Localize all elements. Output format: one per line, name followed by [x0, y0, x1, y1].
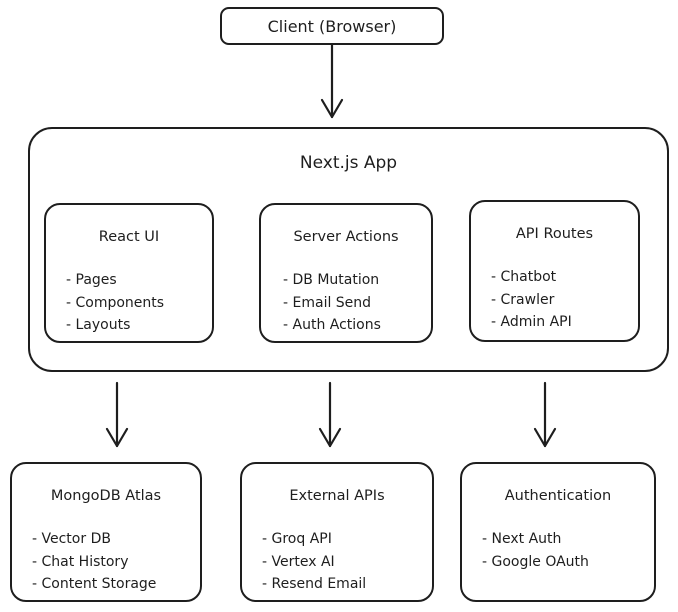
react-ui-module: React UI - Pages - Components - Layouts	[44, 203, 214, 343]
arrow-app-to-authentication	[533, 381, 557, 448]
mongodb-atlas-item: - Chat History	[32, 553, 129, 570]
react-ui-title: React UI	[98, 229, 160, 245]
api-routes-title: API Routes	[515, 226, 594, 242]
react-ui-item-list: - Pages - Components - Layouts	[66, 269, 164, 337]
mongodb-atlas-item: - Vector DB	[32, 531, 111, 547]
react-ui-item: - Pages	[66, 272, 117, 288]
authentication-item: - Google OAuth	[482, 553, 589, 570]
authentication-item-list: - Next Auth - Google OAuth	[482, 528, 589, 573]
mongodb-atlas-title: MongoDB Atlas	[50, 488, 162, 504]
external-apis-title: External APIs	[289, 488, 385, 504]
external-apis-item: - Resend Email	[262, 576, 367, 592]
react-ui-item: - Layouts	[66, 317, 131, 333]
external-apis-service: External APIs - Groq API - Vertex AI - R…	[240, 462, 434, 602]
arrow-app-to-external-apis	[318, 381, 342, 448]
server-actions-item-list: - DB Mutation - Email Send - Auth Action…	[283, 269, 381, 337]
api-routes-module: API Routes - Chatbot - Crawler - Admin A…	[469, 200, 640, 342]
api-routes-item-list: - Chatbot - Crawler - Admin API	[491, 266, 572, 334]
authentication-service: Authentication - Next Auth - Google OAut…	[460, 462, 656, 602]
external-apis-item: - Vertex AI	[262, 553, 335, 570]
mongodb-atlas-item: - Content Storage	[32, 576, 157, 592]
client-browser-label: Client (Browser)	[267, 16, 397, 36]
mongodb-atlas-item-list: - Vector DB - Chat History - Content Sto…	[32, 528, 156, 596]
arrow-client-to-app	[320, 43, 344, 119]
nextjs-app-title: Next.js App	[299, 153, 398, 173]
server-actions-item: - Email Send	[283, 294, 372, 311]
mongodb-atlas-service: MongoDB Atlas - Vector DB - Chat History…	[10, 462, 202, 602]
api-routes-item: - Admin API	[491, 314, 572, 330]
api-routes-item: - Chatbot	[491, 269, 557, 285]
server-actions-item: - DB Mutation	[283, 272, 380, 288]
server-actions-module: Server Actions - DB Mutation - Email Sen…	[259, 203, 433, 343]
authentication-title: Authentication	[504, 488, 612, 504]
external-apis-item: - Groq API	[262, 531, 332, 547]
client-browser-node: Client (Browser)	[220, 7, 444, 45]
external-apis-item-list: - Groq API - Vertex AI - Resend Email	[262, 528, 366, 596]
react-ui-item: - Components	[66, 294, 165, 311]
arrow-app-to-mongodb	[105, 381, 129, 448]
authentication-item: - Next Auth	[482, 531, 562, 547]
api-routes-item: - Crawler	[491, 291, 555, 308]
server-actions-title: Server Actions	[293, 229, 399, 245]
server-actions-item: - Auth Actions	[283, 317, 381, 333]
